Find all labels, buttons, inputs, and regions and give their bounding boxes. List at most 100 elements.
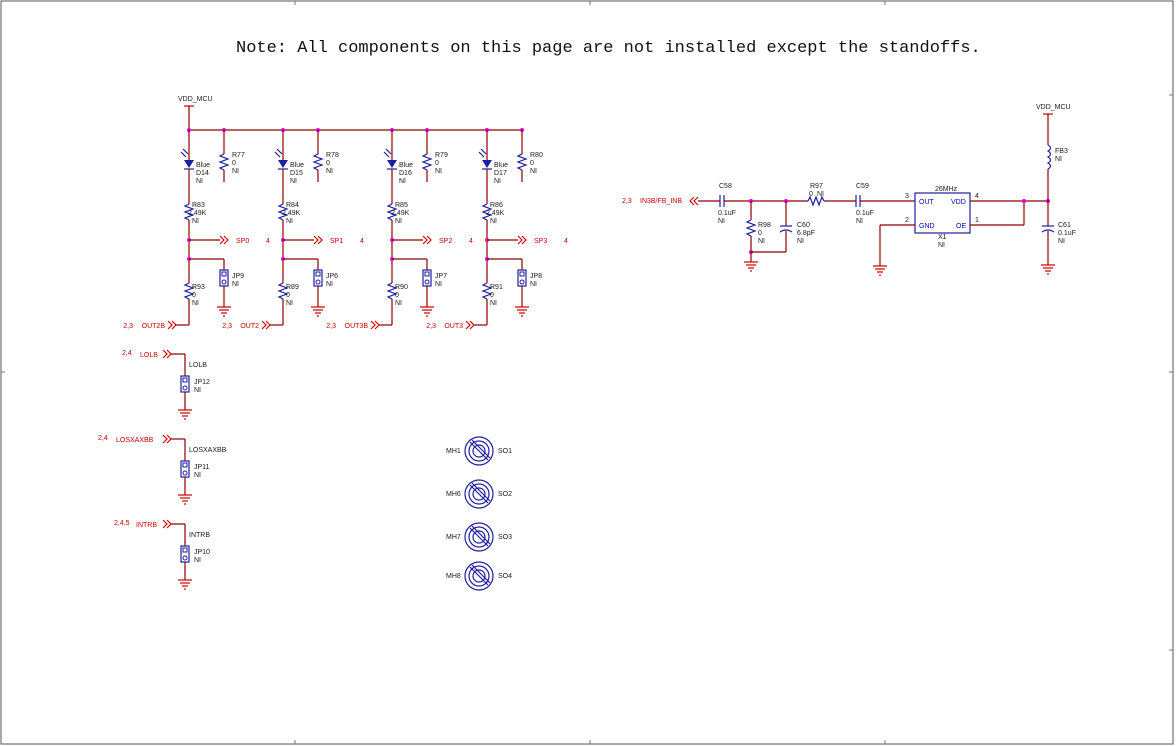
jp-ni: NI xyxy=(530,281,537,288)
resistor-icon xyxy=(421,153,433,171)
out-port-label: OUT2 xyxy=(240,323,259,330)
sp-port-page: 4 xyxy=(564,238,568,245)
sp-port-label: SP3 xyxy=(534,238,547,245)
rbot-ni: NI xyxy=(286,300,293,307)
signal-page: 2,4,5 xyxy=(114,520,130,527)
jumper-icon xyxy=(219,269,229,287)
so-label: SO1 xyxy=(498,448,512,455)
resistor-icon xyxy=(218,153,230,171)
rbot-label: R93 xyxy=(192,284,205,291)
rser-label: R85 xyxy=(395,202,408,209)
x1-pin4: 4 xyxy=(975,193,979,200)
page-note: Note: All components on this page are no… xyxy=(236,39,981,58)
fb3-ni: NI xyxy=(1055,156,1062,163)
sp-port-label: SP0 xyxy=(236,238,249,245)
rtop-value: 0 xyxy=(326,160,330,167)
resistor-icon xyxy=(312,153,324,171)
r97-ni: NI xyxy=(817,191,824,198)
ground-icon xyxy=(178,409,192,420)
signal-port-label: INTRB xyxy=(136,522,157,529)
rbot-label: R90 xyxy=(395,284,408,291)
sp-port-label: SP1 xyxy=(330,238,343,245)
out-port-label: OUT2B xyxy=(142,323,166,330)
x1-pin-gnd: GND xyxy=(919,223,935,230)
jp-ni: NI xyxy=(194,557,201,564)
led-color: Blue xyxy=(196,162,210,169)
r97-value: 0 xyxy=(809,191,813,198)
sp-port-page: 4 xyxy=(360,238,364,245)
led-ni: NI xyxy=(399,178,406,185)
rbot-value: 0 xyxy=(286,292,290,299)
led-label: D14 xyxy=(196,170,209,177)
resistor-icon xyxy=(183,282,195,300)
ferrite-bead-icon xyxy=(1046,144,1052,170)
mh-label: MH1 xyxy=(446,448,461,455)
r98-ni: NI xyxy=(758,238,765,245)
jp-label: JP10 xyxy=(194,549,210,556)
rser-ni: NI xyxy=(286,218,293,225)
x1-frequency: 26MHz xyxy=(935,186,958,193)
signal-net-label: LOLB xyxy=(189,362,207,369)
rbot-label: R89 xyxy=(286,284,299,291)
c59-value: 0.1uF xyxy=(856,210,874,217)
rtop-label: R80 xyxy=(530,152,543,159)
rtop-ni: NI xyxy=(232,168,239,175)
x1-ni: NI xyxy=(938,242,945,249)
x1-pin-vdd: VDD xyxy=(951,199,966,206)
jp-ni: NI xyxy=(194,387,201,394)
rser-value: 2.49K xyxy=(282,210,301,217)
out-port-page: 2,3 xyxy=(326,323,336,330)
out-port-label: OUT3 xyxy=(444,323,463,330)
c60-value: 6.8pF xyxy=(797,230,815,237)
jumper-icon xyxy=(517,269,527,287)
signal-port-label: LOSXAXBB xyxy=(116,437,154,444)
led-icon xyxy=(482,160,492,168)
vdd-mcu-label-left: VDD_MCU xyxy=(178,96,213,103)
x1-pin-out: OUT xyxy=(919,199,935,206)
standoff-icon: MH7 SO3 xyxy=(446,522,512,552)
mh-label: MH8 xyxy=(446,573,461,580)
c61-value: 0.1uF xyxy=(1058,230,1076,237)
led-color: Blue xyxy=(399,162,413,169)
c61-label: C61 xyxy=(1058,222,1071,229)
jumper-icon xyxy=(422,269,432,287)
jp-label: JP7 xyxy=(435,273,447,280)
signal-net-label: LOSXAXBB xyxy=(189,447,227,454)
sp-port-page: 4 xyxy=(469,238,473,245)
fb3-label: FB3 xyxy=(1055,148,1068,155)
ground-icon xyxy=(744,261,758,272)
rbot-label: R91 xyxy=(490,284,503,291)
c61-ni: NI xyxy=(1058,238,1065,245)
mh-label: MH7 xyxy=(446,534,461,541)
so-label: SO3 xyxy=(498,534,512,541)
led-ni: NI xyxy=(290,178,297,185)
jp-label: JP9 xyxy=(232,273,244,280)
resistor-icon xyxy=(481,203,493,221)
rser-value: 2.49K xyxy=(391,210,410,217)
resistor-icon xyxy=(516,153,528,171)
c59-ni: NI xyxy=(856,218,863,225)
mh-label: MH6 xyxy=(446,491,461,498)
rtop-value: 0 xyxy=(435,160,439,167)
jp-ni: NI xyxy=(232,281,239,288)
x1-pin2: 2 xyxy=(905,217,909,224)
oscillator-section: 2,3 IN3B/FB_INB C58 0.1uF NI R97 0 NI C5… xyxy=(622,104,1076,276)
resistor-icon xyxy=(386,203,398,221)
ground-icon xyxy=(1041,264,1055,275)
led-icon xyxy=(387,160,397,168)
resistor-icon xyxy=(183,203,195,221)
rtop-value: 0 xyxy=(530,160,534,167)
rser-value: 2.49K xyxy=(188,210,207,217)
standoff-icon: MH1 SO1 xyxy=(446,436,512,466)
x1-pin1: 1 xyxy=(975,217,979,224)
x1-pin-oe: OE xyxy=(956,223,966,230)
